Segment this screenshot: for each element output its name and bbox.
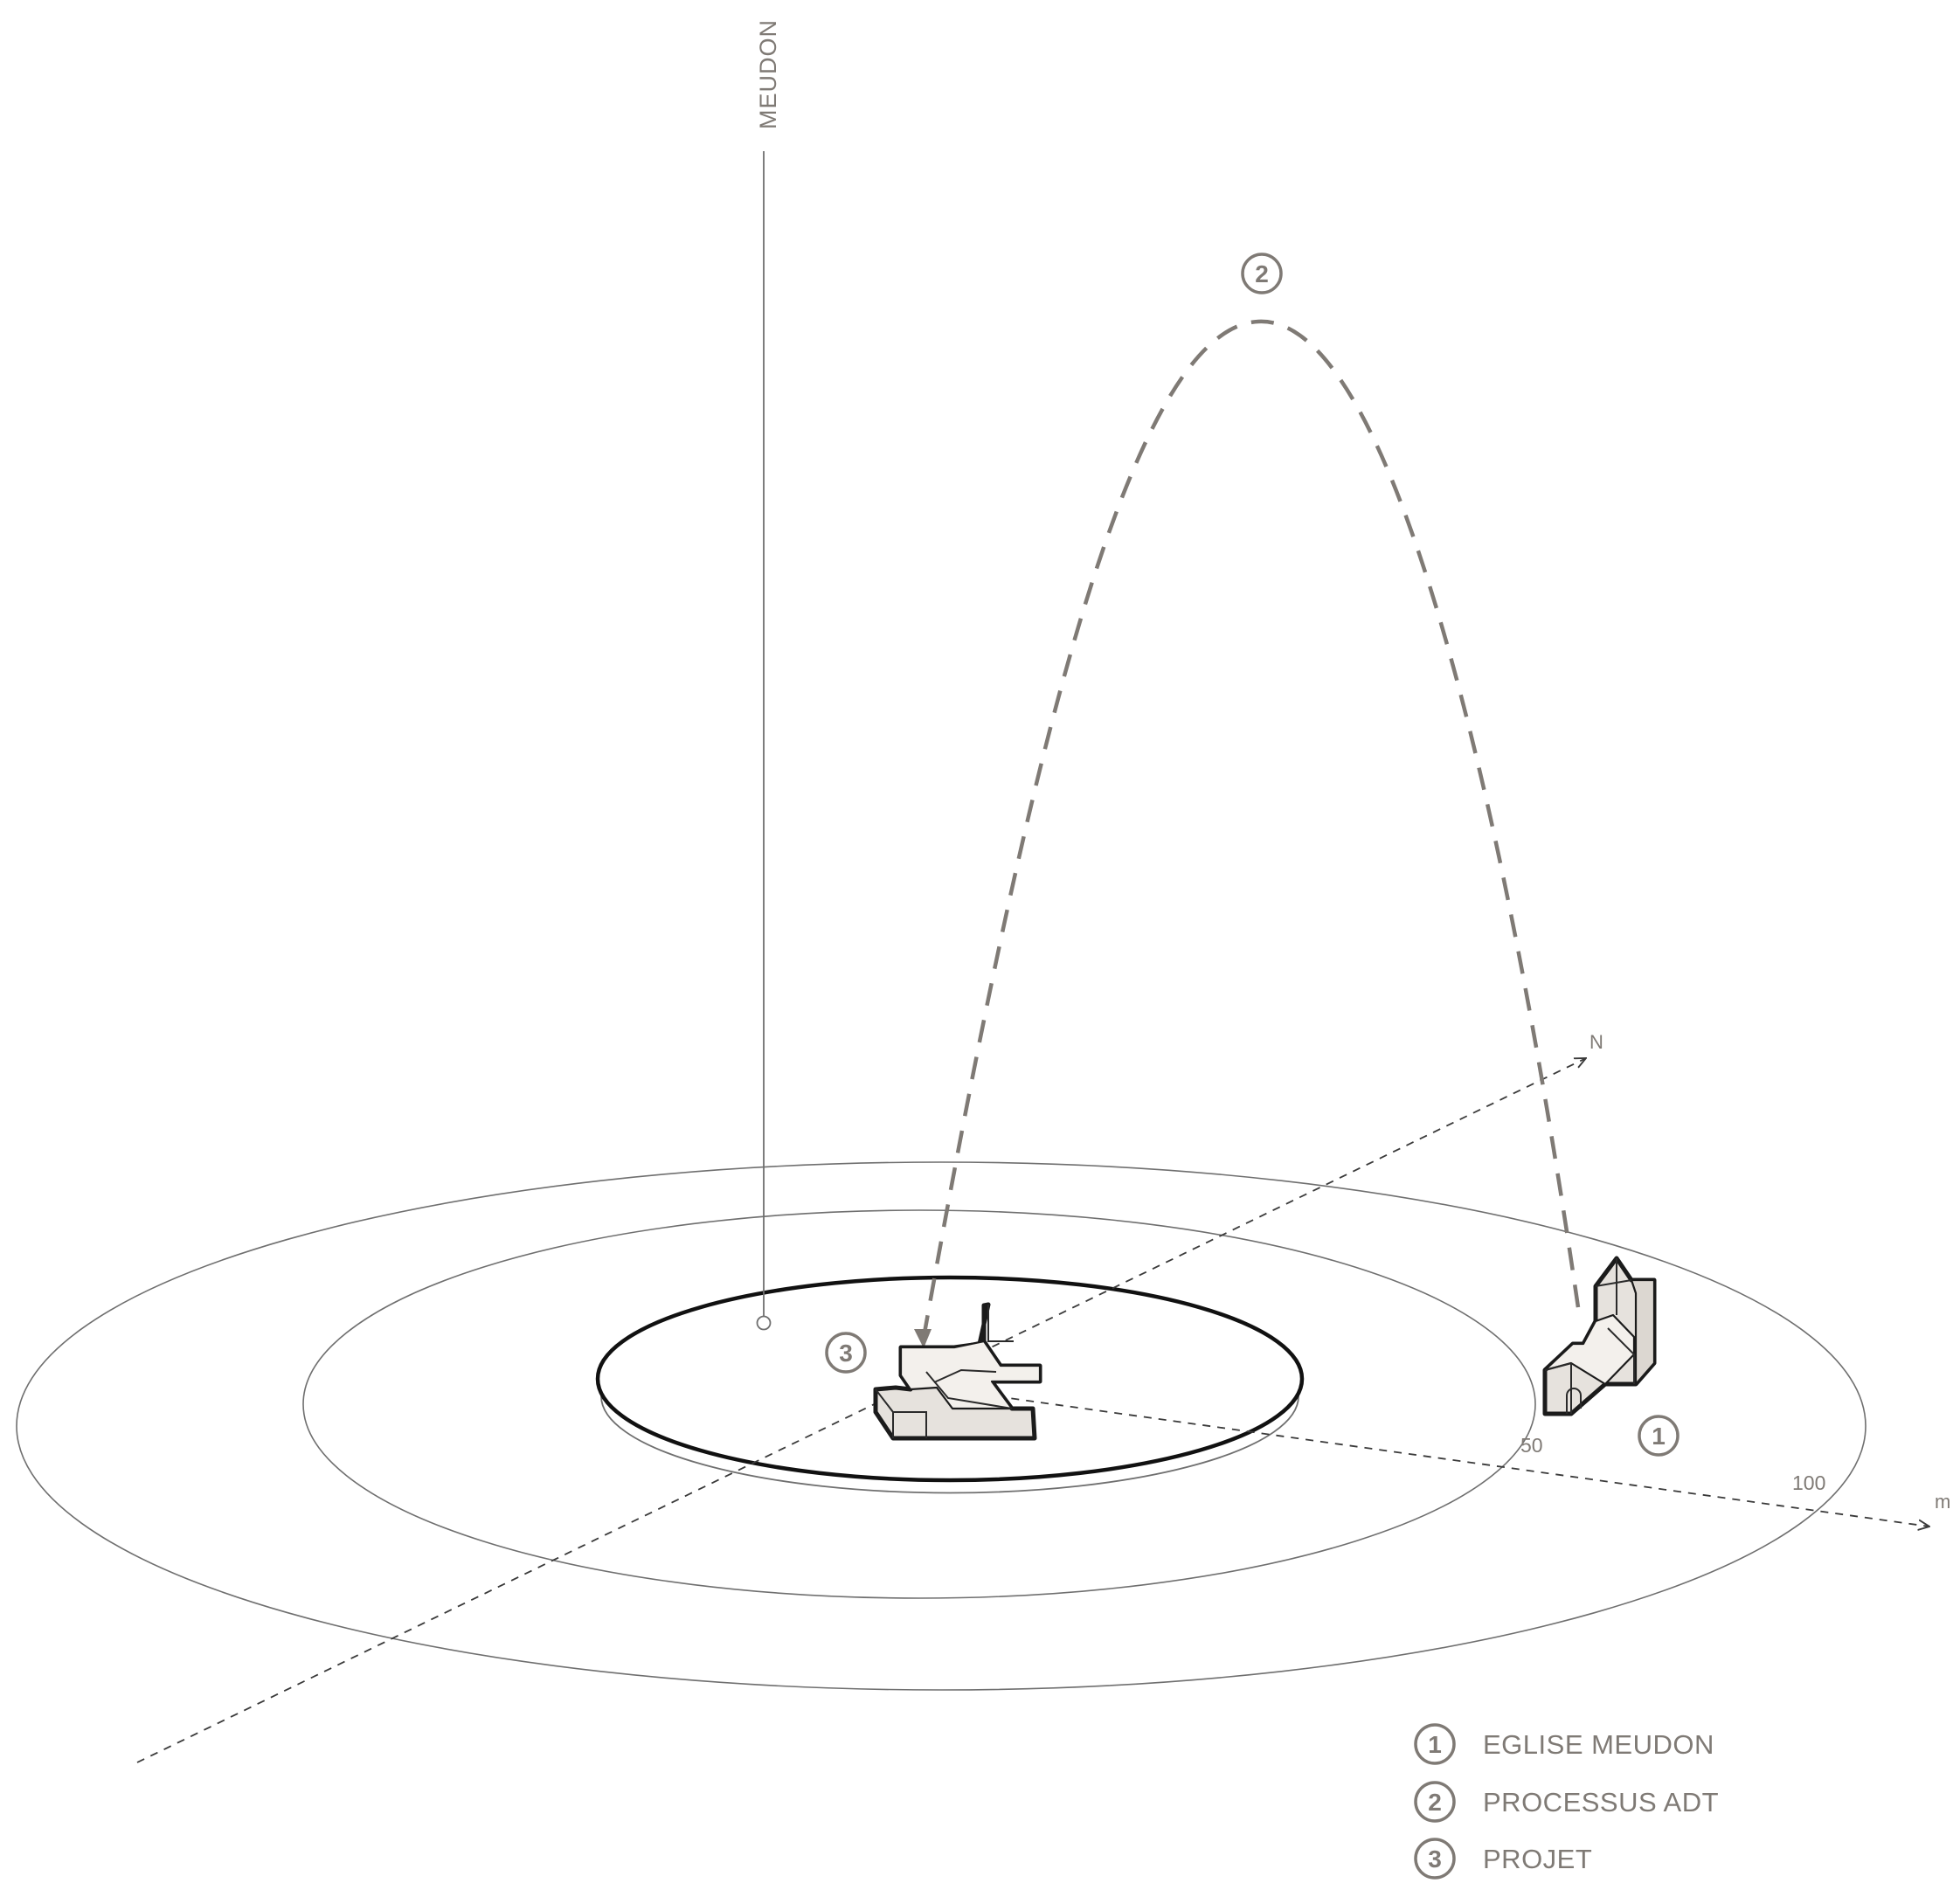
ring-100m [16, 1161, 1867, 1691]
distance-axis [952, 1389, 1929, 1527]
process-arc [921, 319, 1583, 1339]
north-label: N [1589, 1031, 1603, 1053]
scale-100-label: 100 [1792, 1471, 1825, 1494]
church-tower-side [1630, 1278, 1656, 1386]
legend: 1 EGLISE MEUDON 2 PROCESSUS ADT 3 PROJET [1414, 1723, 1719, 1880]
church-door [1566, 1388, 1582, 1414]
project-building-edge-3 [893, 1411, 927, 1438]
legend-item-1-number: 1 [1428, 1731, 1442, 1758]
marker-1-number: 1 [1652, 1423, 1666, 1450]
legend-item-3: 3 PROJET [1414, 1838, 1592, 1880]
legend-item-3-label: PROJET [1483, 1844, 1592, 1874]
process-arc-arrowhead [914, 1329, 932, 1348]
project-building [873, 1302, 1042, 1441]
project-building-edge-5 [933, 1368, 997, 1383]
unit-label: m [1935, 1491, 1950, 1513]
meudon-marker-point [756, 1315, 772, 1331]
north-axis [136, 1058, 1586, 1763]
legend-item-1-label: EGLISE MEUDON [1483, 1729, 1714, 1760]
project-building-edge-1 [925, 1371, 1013, 1409]
church-edge-2 [1595, 1279, 1632, 1287]
project-building-top [899, 1340, 1042, 1410]
marker-3-number: 3 [839, 1340, 853, 1367]
scale-50-label: 50 [1520, 1434, 1543, 1457]
ring-50m [302, 1209, 1536, 1599]
church-edge-4 [1544, 1362, 1572, 1371]
site-disc-rim [600, 1379, 1299, 1494]
marker-3: 3 [825, 1332, 867, 1374]
meudon-label: MEUDON [755, 19, 781, 129]
legend-item-1: 1 EGLISE MEUDON [1414, 1723, 1714, 1765]
marker-2: 2 [1241, 253, 1283, 294]
legend-item-2-number: 2 [1428, 1789, 1442, 1816]
legend-item-3-number: 3 [1428, 1845, 1442, 1873]
marker-1: 1 [1638, 1415, 1680, 1457]
legend-item-2: 2 PROCESSUS ADT [1414, 1781, 1719, 1823]
marker-2-number: 2 [1255, 260, 1269, 287]
church-edge-5 [1607, 1327, 1635, 1384]
legend-item-2-label: PROCESSUS ADT [1483, 1787, 1719, 1817]
project-building-edge-4 [987, 1305, 1014, 1342]
church-building [1542, 1256, 1657, 1416]
